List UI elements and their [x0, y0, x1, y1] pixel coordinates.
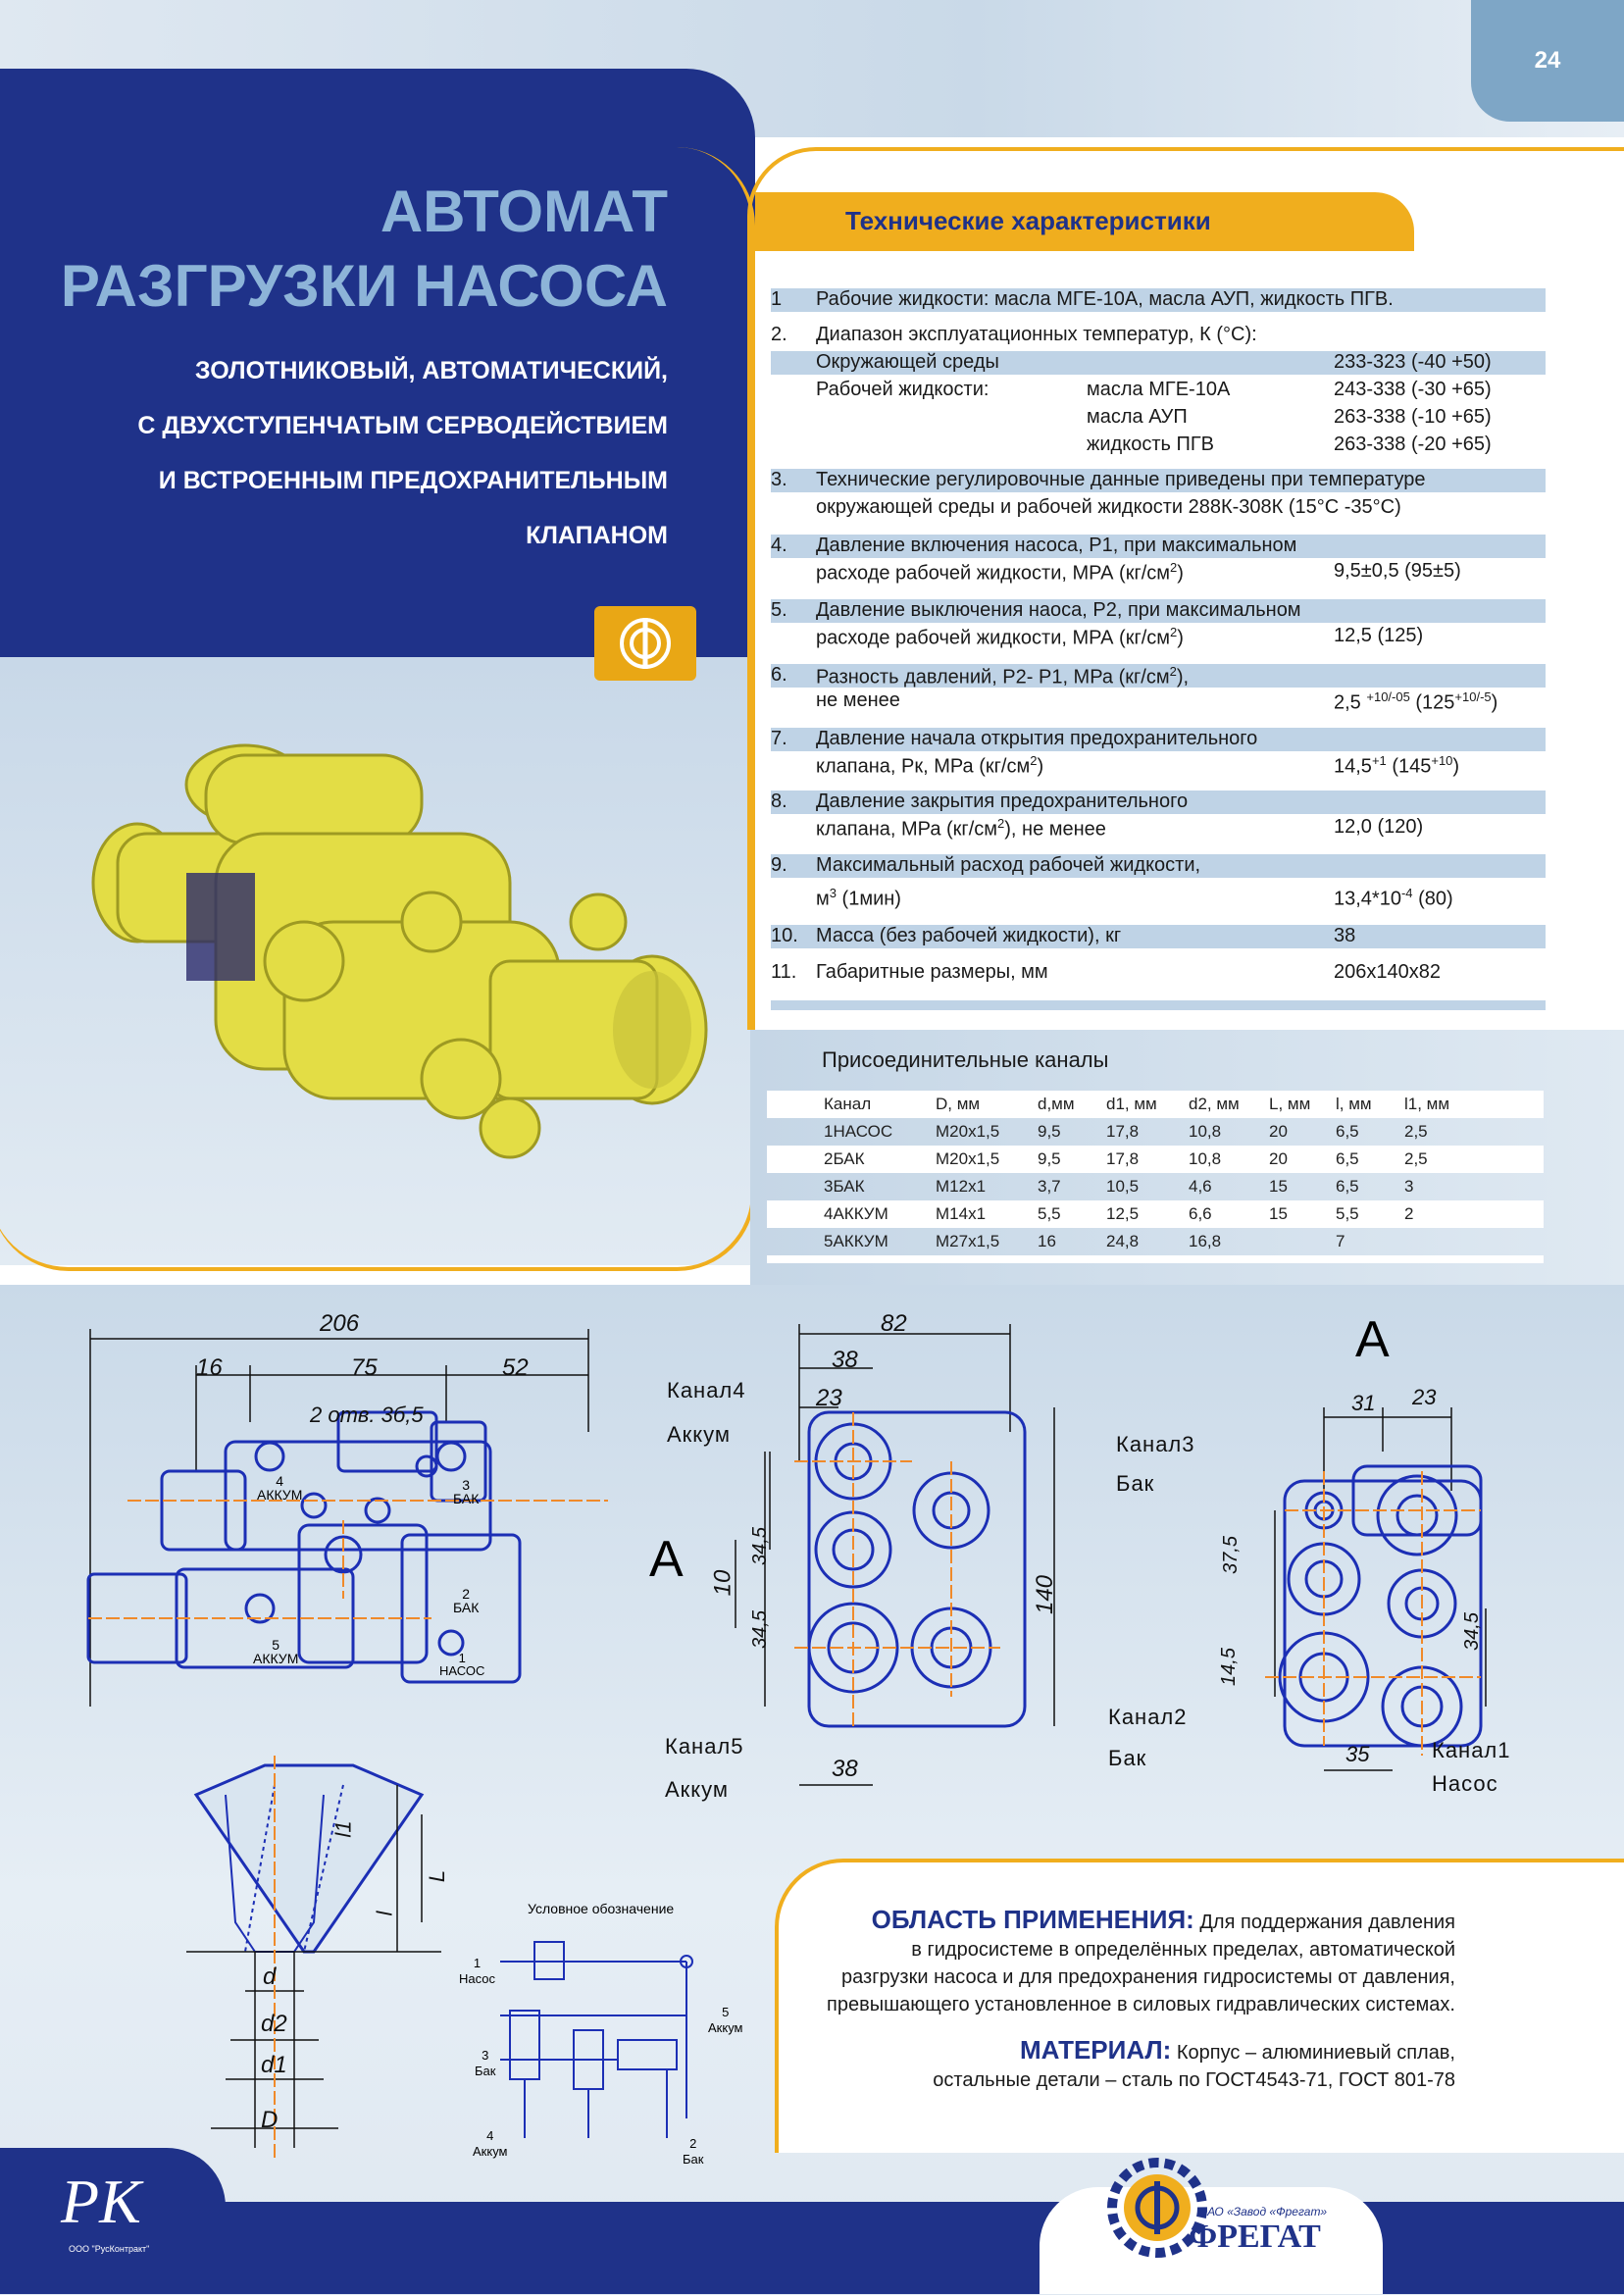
channel-4-label: Канал4: [667, 1378, 746, 1402]
hydraulic-schematic: [500, 1941, 693, 2138]
front-view-drawing: [735, 1324, 1055, 1786]
dim-23-right: 23: [1412, 1385, 1437, 1409]
section-D: D: [261, 2107, 279, 2133]
spec-band: [771, 469, 1546, 492]
side-view-drawing: [86, 1329, 608, 1707]
view-a-label: А: [649, 1531, 684, 1588]
material-label: МАТЕРИАЛ:: [1019, 2035, 1172, 2065]
spec-band: [771, 664, 1546, 688]
section-d: d: [263, 1964, 277, 1990]
channel-4-sub: Аккум: [667, 1422, 732, 1447]
dim-35: 35: [1345, 1742, 1370, 1766]
section-l: l: [372, 1911, 397, 1916]
application-frame: [775, 1859, 1624, 2153]
channel-5-sub: Аккум: [665, 1777, 730, 1802]
dim-16: 16: [196, 1354, 223, 1381]
view-a-drawing: [1265, 1407, 1487, 1771]
page-title: АВТОМАТ РАЗГРУЗКИ НАСОСА: [61, 175, 668, 324]
section-L: L: [425, 1869, 450, 1883]
application-text: ОБЛАСТЬ ПРИМЕНЕНИЯ: Для поддержания давл…: [827, 1905, 1455, 2015]
dim-34-5-b: 34,5: [748, 1610, 771, 1649]
specs-title: Технические характеристики: [845, 206, 1211, 235]
dim-75: 75: [351, 1354, 378, 1381]
dim-14-5: 14,5: [1217, 1648, 1240, 1686]
channel-3-sub: Бак: [1116, 1471, 1155, 1496]
page-number: 24: [1471, 0, 1624, 122]
dim-37-5: 37,5: [1219, 1536, 1242, 1574]
fregat-logo-area: [1040, 2187, 1383, 2294]
fregat-gear-icon: [1107, 2158, 1207, 2258]
dim-206: 206: [320, 1310, 360, 1337]
dim-140: 140: [1032, 1574, 1059, 1615]
spec-band: [771, 535, 1546, 558]
spec-band: [771, 854, 1546, 878]
rk-logo-tab: [0, 2148, 226, 2294]
fregat-emblem-icon: [594, 606, 696, 681]
rk-company: ООО "РусКонтракт": [69, 2244, 150, 2254]
dim-34-5-c: 34,5: [1460, 1612, 1483, 1651]
section-d1: d1: [261, 2052, 287, 2078]
title-panel: [0, 69, 755, 657]
table-row: [767, 1255, 1544, 1263]
dim-38-bottom: 38: [832, 1756, 858, 1782]
channels-title: Присоединительные каналы: [822, 1047, 1109, 1072]
view-a-title: А: [1355, 1311, 1390, 1368]
fregat-brand: ФРЕГАТ: [1189, 2218, 1321, 2255]
dim-34-5-a: 34,5: [748, 1527, 771, 1565]
spec-band: [771, 925, 1546, 948]
spec-band: [771, 351, 1546, 375]
dim-23-top: 23: [816, 1385, 842, 1411]
left-frame: [0, 147, 755, 1271]
channel-3-label: Канал3: [1116, 1432, 1195, 1456]
specs-frame: [747, 147, 1624, 1030]
schematic-title: Условное обозначение: [528, 1901, 675, 1916]
dim-38-top: 38: [832, 1347, 858, 1373]
dim-holes: 2 отв. 3б,5: [310, 1402, 424, 1427]
fregat-company: ОАО «Завод «Фрегат»: [1198, 2205, 1328, 2218]
subtitle: ЗОЛОТНИКОВЫЙ, АВТОМАТИЧЕСКИЙ, С ДВУХСТУП…: [137, 357, 668, 549]
product-photo: [91, 743, 708, 1159]
application-label: ОБЛАСТЬ ПРИМЕНЕНИЯ:: [871, 1905, 1194, 1934]
section-d2: d2: [261, 2011, 287, 2037]
channel-2-label: Канал2: [1108, 1705, 1188, 1729]
port-section-drawing: [186, 1756, 441, 2158]
section-l1: l1: [330, 1820, 356, 1838]
material-text: МАТЕРИАЛ: Корпус – алюминиевый сплав, ос…: [933, 2035, 1455, 2091]
dim-10: 10: [709, 1569, 736, 1597]
spec-band: [771, 728, 1546, 751]
spec-band: [771, 1000, 1546, 1010]
spec-band: [771, 599, 1546, 623]
spec-band: [771, 790, 1546, 814]
spec-band: [771, 288, 1546, 312]
channel-1-sub: Насос: [1432, 1771, 1498, 1796]
channel-1-label: Канал1: [1432, 1738, 1511, 1762]
title-line-2: РАЗГРУЗКИ НАСОСА: [60, 253, 668, 319]
channel-2-sub: Бак: [1108, 1746, 1147, 1770]
dim-82: 82: [881, 1310, 907, 1337]
dim-31: 31: [1351, 1391, 1376, 1415]
title-line-1: АВТОМАТ: [380, 178, 668, 244]
rk-logo: РК: [61, 2167, 141, 2236]
channel-5-label: Канал5: [665, 1734, 744, 1759]
specs-header-bar: [755, 192, 1414, 251]
dim-52: 52: [502, 1354, 529, 1381]
